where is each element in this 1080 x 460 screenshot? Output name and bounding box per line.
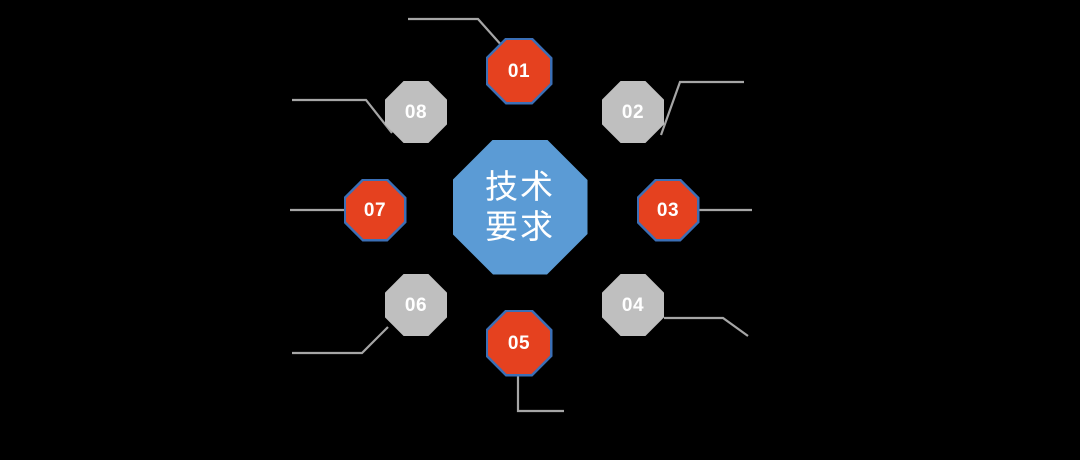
node-label-04: 04: [621, 294, 645, 316]
node-01[interactable]: 01: [488, 40, 550, 102]
connector-04: [664, 316, 749, 337]
node-05[interactable]: 05: [488, 312, 550, 374]
connector-02: [659, 80, 744, 136]
node-08[interactable]: 08: [385, 81, 447, 143]
node-06[interactable]: 06: [385, 274, 447, 336]
connector-01: [408, 17, 504, 48]
node-02[interactable]: 02: [602, 81, 664, 143]
node-07[interactable]: 07: [346, 181, 404, 239]
node-04[interactable]: 04: [602, 274, 664, 336]
node-label-05: 05: [507, 332, 531, 354]
connector-08: [292, 98, 393, 134]
node-03[interactable]: 03: [639, 181, 697, 239]
node-label-02: 02: [621, 101, 645, 123]
node-label-03: 03: [656, 199, 680, 221]
node-label-06: 06: [404, 294, 428, 316]
node-label-08: 08: [404, 101, 428, 123]
node-label-01: 01: [507, 60, 531, 82]
connector-05: [516, 372, 564, 413]
hub-label-line-1: 技术: [485, 167, 555, 205]
node-label-07: 07: [363, 199, 387, 221]
connector-06: [292, 326, 389, 355]
hub-node-technical-requirements[interactable]: 技术 要求: [452, 139, 588, 275]
hub-label-line-2: 要求: [485, 208, 555, 245]
